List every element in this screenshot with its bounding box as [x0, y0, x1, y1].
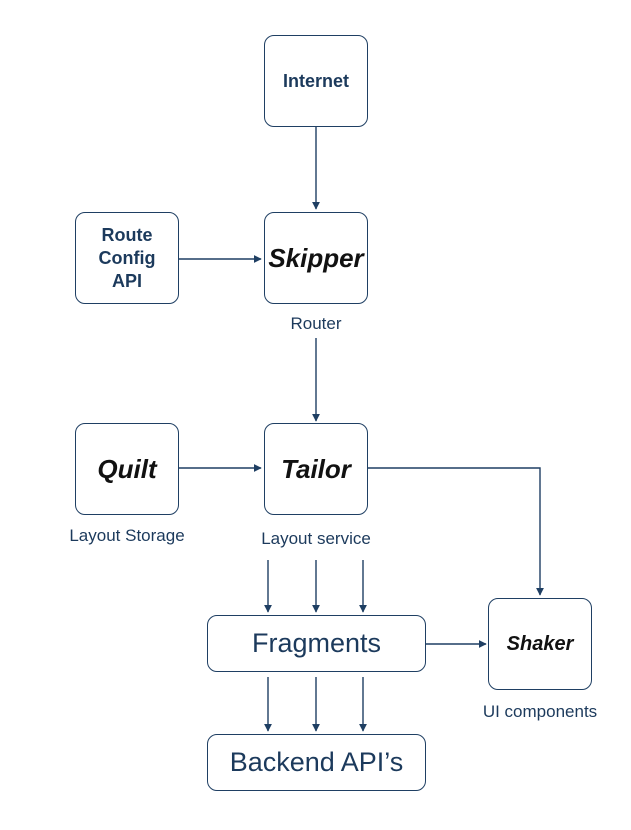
quilt-node: Quilt	[75, 423, 179, 515]
backend-api-node: Backend API’s	[207, 734, 426, 791]
route-config-api-node: Route Config API	[75, 212, 179, 304]
tailor-label: Tailor	[281, 453, 351, 484]
internet-label: Internet	[282, 70, 349, 91]
backend-api-label: Backend API’s	[229, 747, 404, 777]
route-config-label-line2: Config	[98, 247, 156, 268]
internet-node: Internet	[264, 35, 368, 127]
shaker-node: Shaker	[488, 598, 592, 690]
route-config-label-line3: API	[111, 270, 142, 291]
shaker-label: Shaker	[506, 632, 574, 655]
route-config-label-line1: Route	[101, 224, 153, 245]
tailor-caption: Layout service	[261, 529, 371, 548]
fragments-label: Fragments	[251, 628, 382, 658]
quilt-label: Quilt	[97, 453, 157, 484]
skipper-label: Skipper	[268, 242, 364, 273]
shaker-caption: UI components	[482, 702, 598, 721]
skipper-caption: Router	[290, 314, 342, 333]
fragments-node: Fragments	[207, 615, 426, 672]
skipper-node: Skipper	[264, 212, 368, 304]
quilt-caption: Layout Storage	[69, 526, 185, 545]
edge-tailor-shaker	[368, 467, 544, 596]
tailor-node: Tailor	[264, 423, 368, 515]
